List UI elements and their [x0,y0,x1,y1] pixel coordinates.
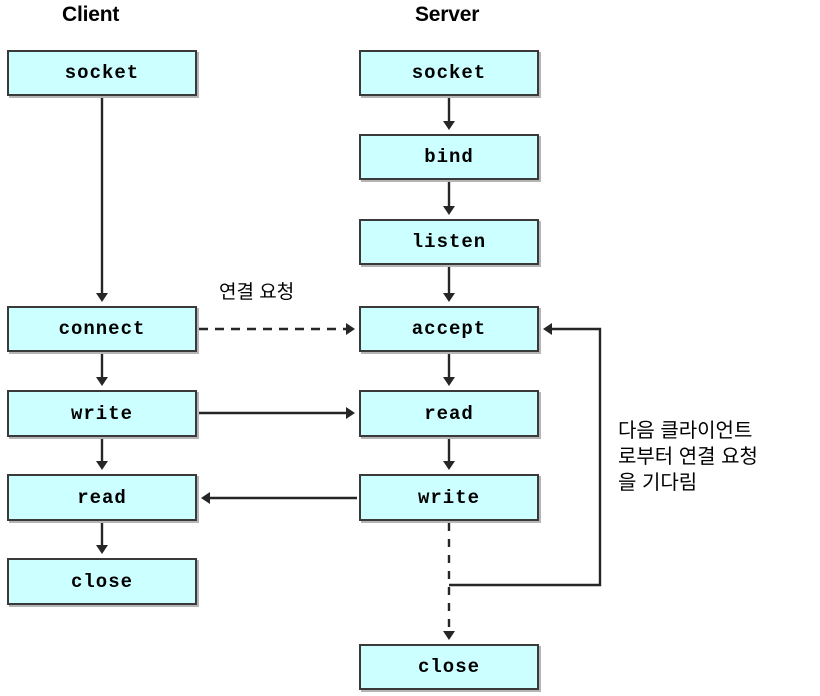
node-client-socket[interactable]: socket [7,50,197,96]
edge-label-connection-request: 연결 요청 [219,282,295,303]
node-server-listen[interactable]: listen [359,219,539,265]
node-client-write[interactable]: write [7,390,197,437]
node-server-accept[interactable]: accept [359,306,539,352]
node-server-bind[interactable]: bind [359,134,539,180]
node-client-connect[interactable]: connect [7,306,197,352]
note-line-2: 로부터 연결 요청 [618,446,758,468]
node-client-read[interactable]: read [7,474,197,521]
column-title-server: Server [415,3,480,26]
node-server-write[interactable]: write [359,474,539,521]
node-server-close[interactable]: close [359,644,539,690]
note-line-3: 을 기다림 [618,472,698,494]
note-line-1: 다음 클라이언트 [618,420,753,442]
column-title-client: Client [62,3,120,26]
node-server-socket[interactable]: socket [359,50,539,96]
node-server-read[interactable]: read [359,390,539,437]
node-client-close[interactable]: close [7,558,197,605]
note-wait-next-client: 다음 클라이언트 로부터 연결 요청 을 기다림 [618,418,818,496]
edge-loop-back-to-accept [449,323,602,587]
